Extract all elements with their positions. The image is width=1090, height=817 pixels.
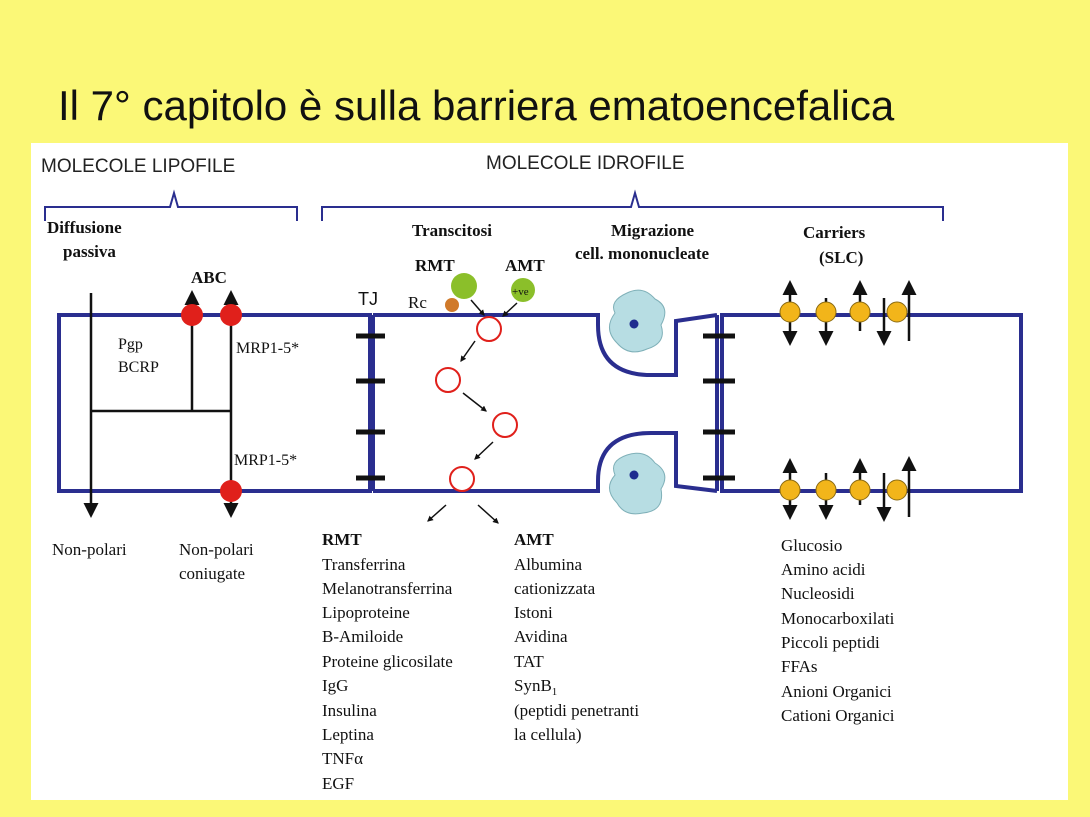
amt-item: la cellula) bbox=[514, 725, 582, 744]
label-pgp: Pgp bbox=[118, 336, 143, 353]
header-lipophilic: MOLECOLE LIPOFILE bbox=[41, 156, 235, 177]
abc-efflux-lines bbox=[91, 290, 239, 518]
amt-list-heading: AMT bbox=[514, 530, 554, 549]
nucleus-bottom bbox=[629, 470, 639, 480]
label-bcrp: BCRP bbox=[118, 359, 159, 376]
rmt-item: IgG bbox=[322, 676, 348, 695]
amt-item-synb: SynB1 bbox=[514, 676, 557, 698]
tight-junction-right bbox=[703, 333, 735, 481]
amt-item: Istoni bbox=[514, 603, 553, 622]
label-non-polar-conj-1: Non-polari bbox=[179, 540, 254, 559]
tight-junction-left bbox=[356, 333, 385, 481]
label-rc: Rc bbox=[408, 293, 427, 312]
nucleus-top bbox=[629, 319, 639, 329]
mononuclear-cell-bottom bbox=[609, 452, 666, 515]
rmt-item: Melanotransferrina bbox=[322, 579, 453, 598]
label-ve: +ve bbox=[512, 286, 529, 298]
rmt-item: B-Amiloide bbox=[322, 627, 403, 646]
amt-item: cationizzata bbox=[514, 579, 596, 598]
label-carriers-1: Carriers bbox=[803, 223, 866, 242]
header-hydrophilic: MOLECOLE IDROFILE bbox=[486, 153, 685, 174]
label-carriers-2: (SLC) bbox=[819, 248, 863, 267]
abc-transporter-mrp-top bbox=[220, 304, 242, 326]
label-non-polar: Non-polari bbox=[52, 540, 127, 559]
amt-item: TAT bbox=[514, 652, 544, 671]
amt-list: AMT Albumina cationizzata Istoni Avidina… bbox=[514, 530, 639, 744]
transcytosis-arrows bbox=[427, 299, 518, 524]
label-migration-1: Migrazione bbox=[611, 221, 695, 240]
slc-item: FFAs bbox=[781, 657, 818, 676]
receptor-rmt bbox=[451, 273, 477, 299]
rmt-item: EGF bbox=[322, 774, 354, 793]
diagram-panel: MOLECOLE LIPOFILE MOLECOLE IDROFILE Diff… bbox=[31, 143, 1068, 800]
receptor-rc bbox=[445, 298, 459, 312]
slc-carriers-top bbox=[779, 280, 917, 346]
label-migration-2: cell. mononucleate bbox=[575, 244, 710, 263]
label-mrp-top: MRP1-5* bbox=[236, 340, 299, 357]
label-tj: TJ bbox=[358, 289, 378, 309]
slc-item: Monocarboxilati bbox=[781, 609, 895, 628]
abc-transporter-mrp-bottom bbox=[220, 480, 242, 502]
label-non-polar-conj-2: coniugate bbox=[179, 564, 245, 583]
receptor-amt bbox=[511, 278, 535, 302]
rmt-item: Lipoproteine bbox=[322, 603, 410, 622]
cell-left bbox=[57, 313, 372, 493]
bbb-diagram: MOLECOLE LIPOFILE MOLECOLE IDROFILE Diff… bbox=[41, 153, 1023, 793]
label-diffusion-1: Diffusione bbox=[47, 218, 122, 237]
amt-item: (peptidi penetranti bbox=[514, 701, 639, 720]
rmt-item: Leptina bbox=[322, 725, 374, 744]
rmt-list-heading: RMT bbox=[322, 530, 362, 549]
brace-hydrophilic bbox=[321, 189, 944, 221]
cell-right bbox=[720, 313, 1023, 493]
cell-middle bbox=[373, 313, 718, 493]
synb-subscript: 1 bbox=[552, 686, 558, 698]
slc-list: Glucosio Amino acidi Nucleosidi Monocarb… bbox=[781, 536, 895, 725]
label-transcytosis: Transcitosi bbox=[412, 221, 492, 240]
label-abc: ABC bbox=[191, 268, 227, 287]
brace-lipophilic bbox=[44, 189, 298, 221]
abc-transporter-pgp bbox=[181, 304, 203, 326]
synb-base: SynB bbox=[514, 676, 552, 695]
label-amt-top: AMT bbox=[505, 256, 545, 275]
slc-item: Nucleosidi bbox=[781, 584, 855, 603]
amt-item: Albumina bbox=[514, 555, 582, 574]
slide-title: Il 7° capitolo è sulla barriera ematoenc… bbox=[58, 82, 895, 129]
rmt-item: TNFα bbox=[322, 749, 363, 768]
label-mrp-bottom: MRP1-5* bbox=[234, 452, 297, 469]
label-diffusion-2: passiva bbox=[63, 242, 116, 261]
vesicles bbox=[435, 316, 518, 492]
slc-item: Cationi Organici bbox=[781, 706, 895, 725]
slc-carriers-bottom bbox=[779, 456, 917, 522]
rmt-item: Transferrina bbox=[322, 555, 406, 574]
rmt-item: Proteine glicosilate bbox=[322, 652, 453, 671]
slc-item: Piccoli peptidi bbox=[781, 633, 880, 652]
rmt-item: Insulina bbox=[322, 701, 377, 720]
label-rmt-top: RMT bbox=[415, 256, 455, 275]
slc-item: Glucosio bbox=[781, 536, 842, 555]
amt-item: Avidina bbox=[514, 627, 568, 646]
slc-item: Anioni Organici bbox=[781, 682, 892, 701]
slc-item: Amino acidi bbox=[781, 560, 866, 579]
rmt-list: RMT Transferrina Melanotransferrina Lipo… bbox=[322, 530, 453, 793]
